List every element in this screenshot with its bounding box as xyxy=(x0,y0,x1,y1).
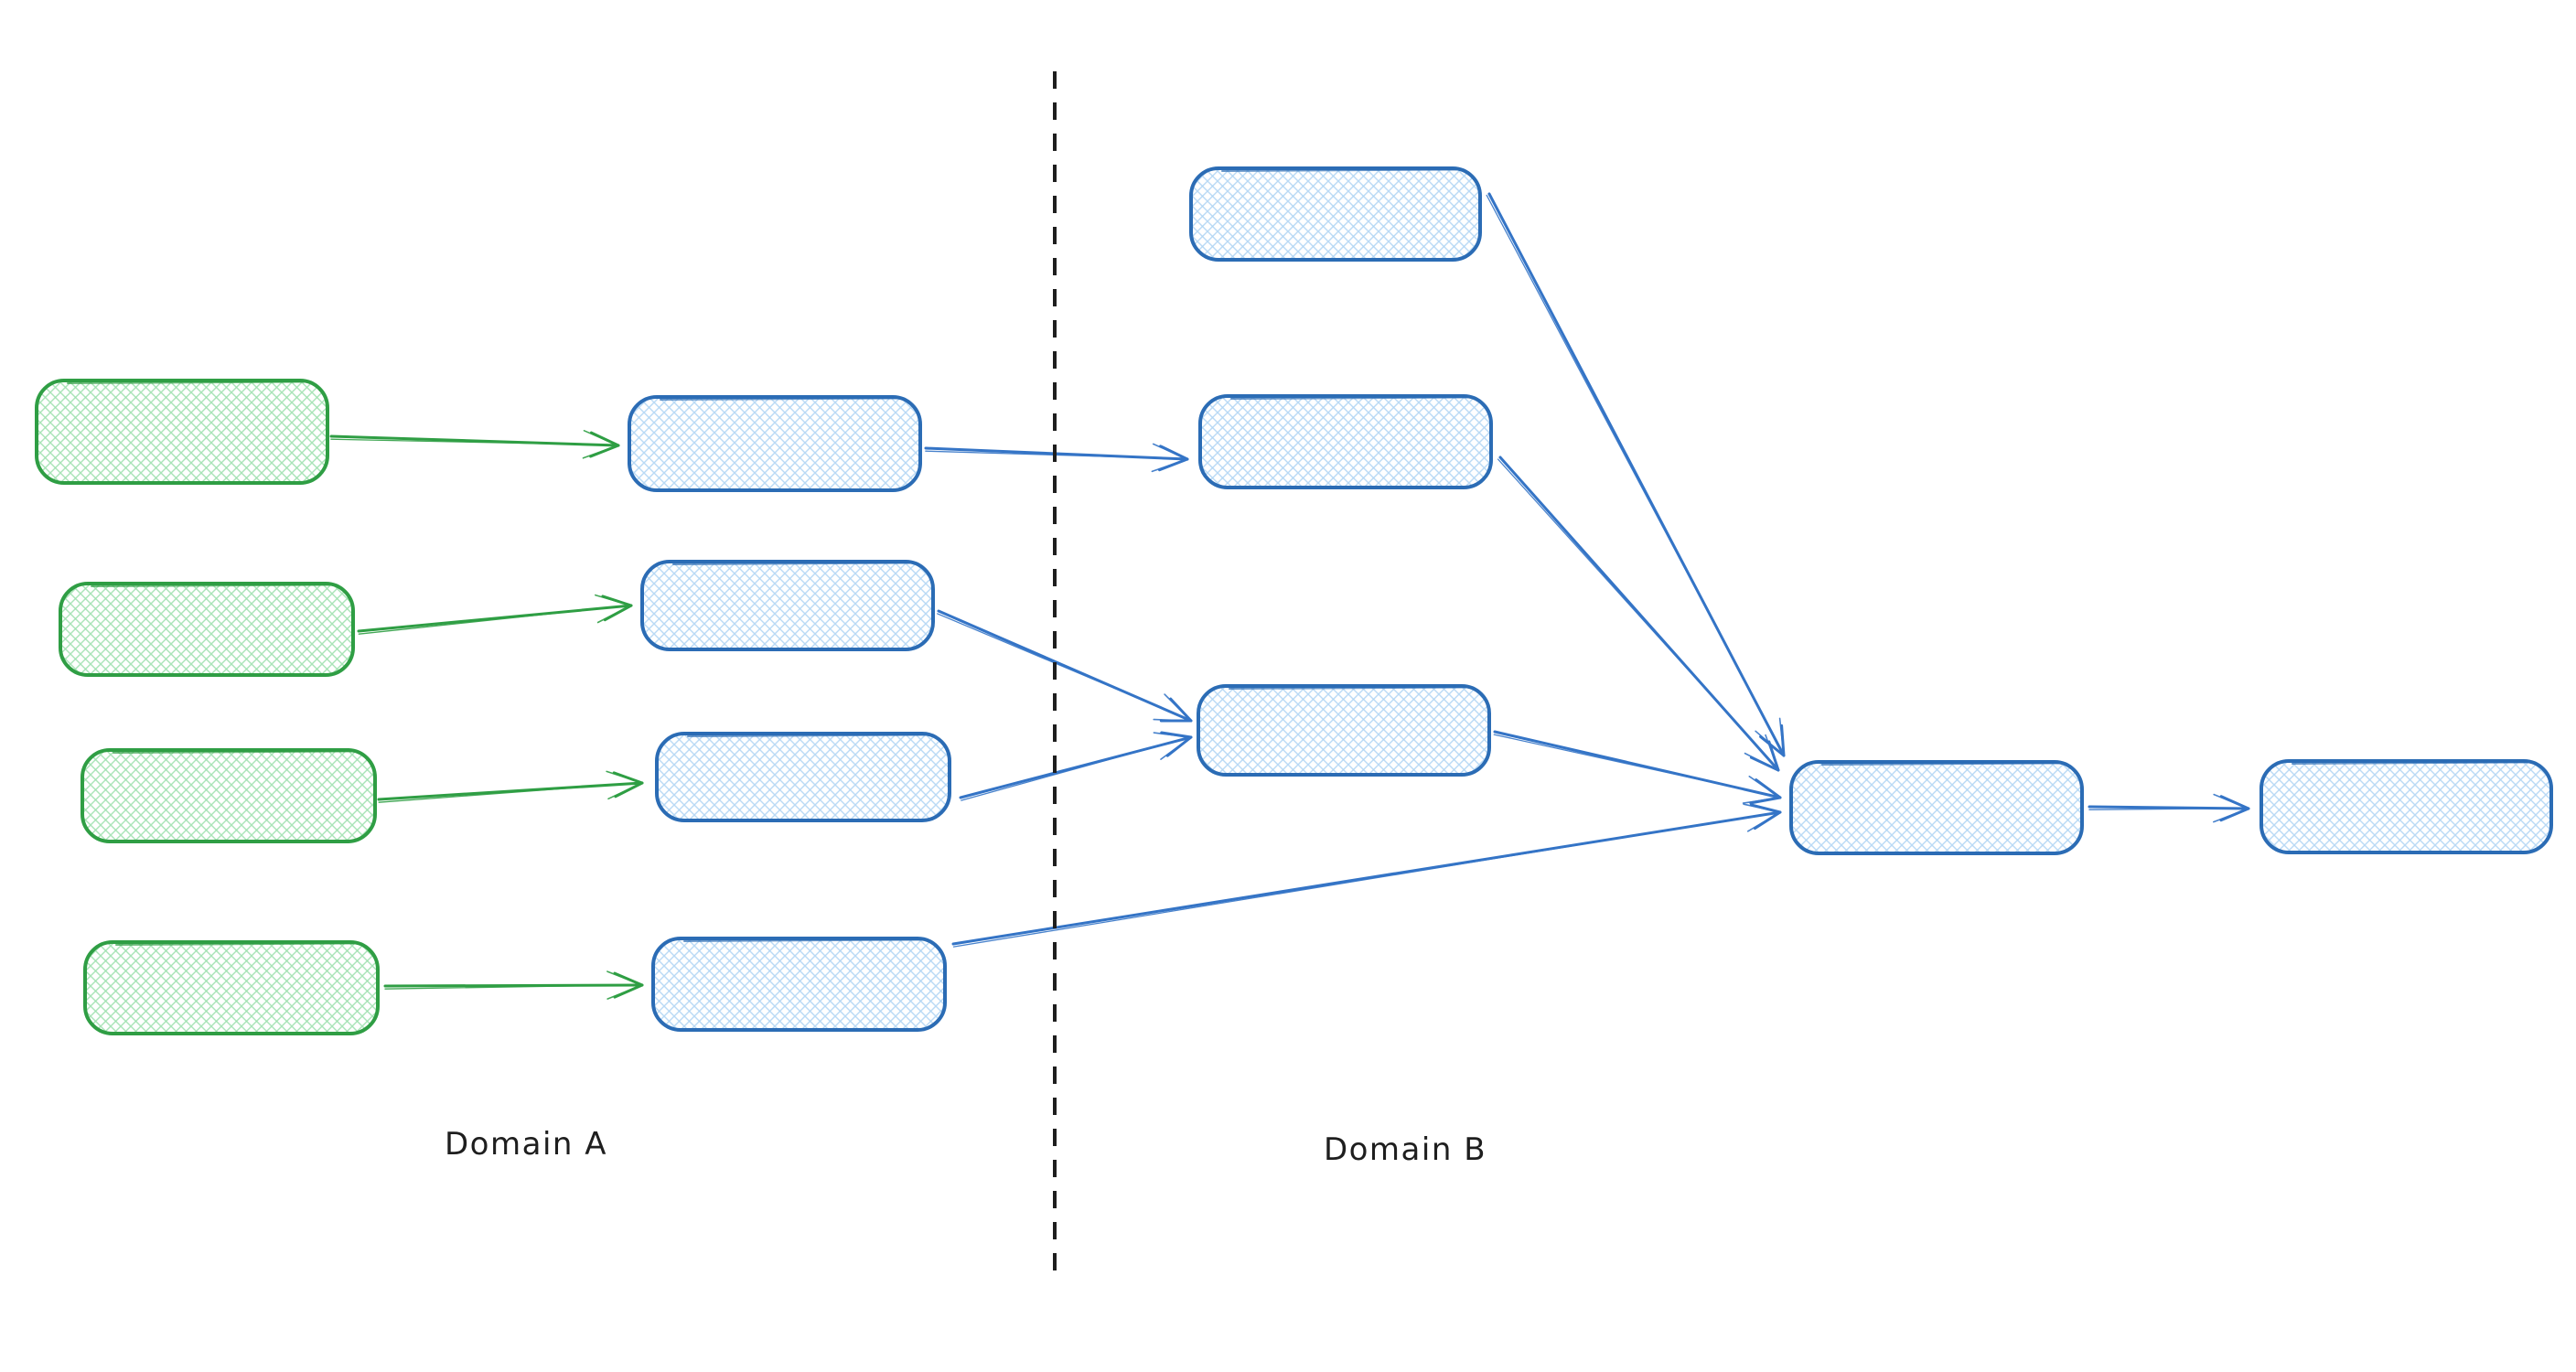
node-b-output[interactable] xyxy=(2259,759,2553,854)
node-a-stage-1[interactable] xyxy=(628,395,922,492)
node-b-node-3[interactable] xyxy=(1197,684,1491,777)
domain-b-label[interactable]: Domain B xyxy=(1324,1131,1487,1168)
edge-a-source-4-to-a-stage-4[interactable] xyxy=(383,970,644,1000)
nodes-layer xyxy=(35,166,2553,1035)
edge-b-node-3-to-b-hub[interactable] xyxy=(1493,730,1782,805)
edge-a-source-2-to-a-stage-2[interactable] xyxy=(357,594,633,635)
node-a-source-4[interactable] xyxy=(83,940,380,1035)
domain-a-label[interactable]: Domain A xyxy=(445,1126,607,1163)
node-b-node-2[interactable] xyxy=(1198,394,1493,489)
edge-a-stage-2-to-b-node-3[interactable] xyxy=(937,609,1193,723)
edge-b-node-1-to-b-hub[interactable] xyxy=(1486,192,1786,757)
node-a-stage-4[interactable] xyxy=(651,937,947,1032)
edges-layer xyxy=(329,192,2250,1000)
edge-a-stage-3-to-b-node-3[interactable] xyxy=(959,731,1193,801)
edge-a-source-1-to-a-stage-1[interactable] xyxy=(329,430,620,459)
node-a-source-1[interactable] xyxy=(35,379,329,485)
node-b-hub[interactable] xyxy=(1789,760,2084,855)
node-a-source-3[interactable] xyxy=(80,748,377,843)
edge-b-hub-to-b-output[interactable] xyxy=(2088,793,2250,823)
edge-a-stage-4-to-b-hub[interactable] xyxy=(951,803,1782,948)
node-a-stage-3[interactable] xyxy=(655,732,951,822)
node-a-stage-2[interactable] xyxy=(640,560,935,651)
node-a-source-2[interactable] xyxy=(59,582,355,677)
node-b-node-1[interactable] xyxy=(1189,166,1482,262)
edge-b-node-2-to-b-hub[interactable] xyxy=(1497,456,1780,772)
edge-a-source-3-to-a-stage-3[interactable] xyxy=(377,770,644,803)
